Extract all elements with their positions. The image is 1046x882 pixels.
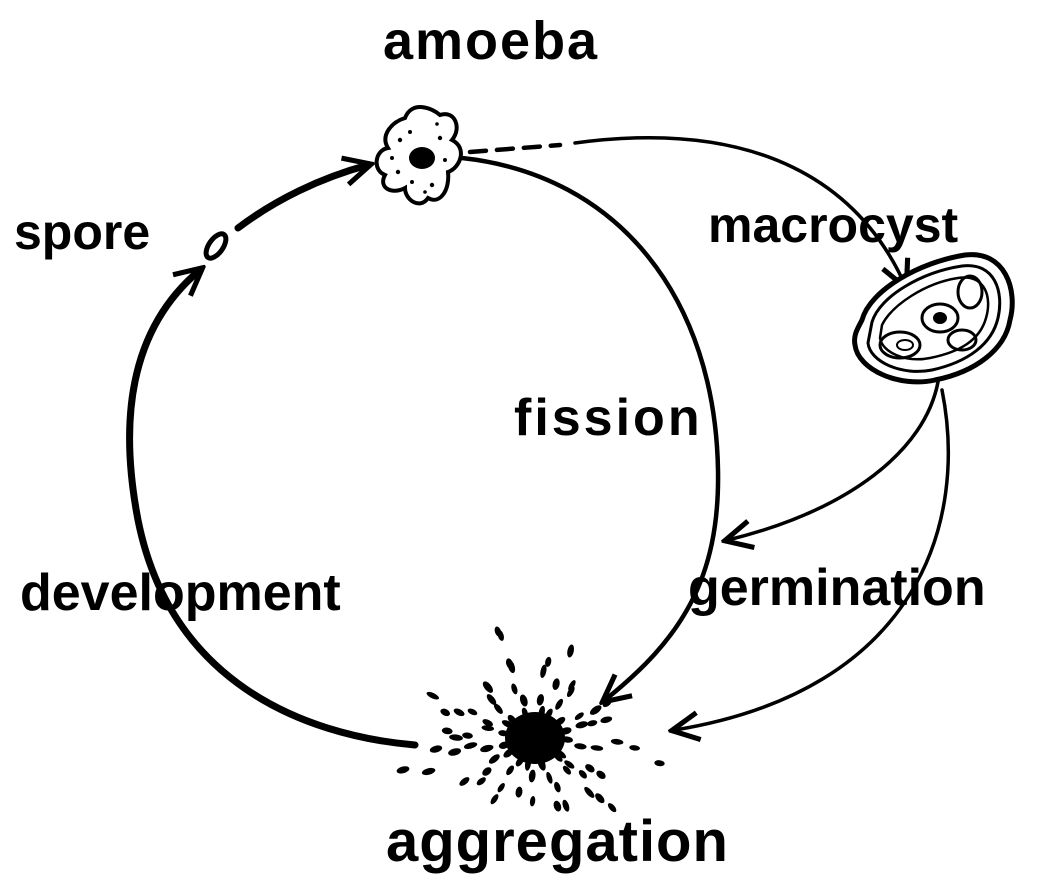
- aggregating-cell: [463, 741, 478, 750]
- aggregation-cluster: [396, 626, 665, 814]
- macrocyst-label: macrocyst: [708, 200, 958, 250]
- aggregating-cell: [529, 796, 536, 807]
- germination-label: germination: [688, 562, 986, 614]
- spore-label: spore: [14, 207, 150, 257]
- spore-cell: [202, 231, 230, 262]
- macrocyst-cell: [855, 255, 1013, 382]
- aggregating-cell: [554, 698, 565, 711]
- aggregating-cell: [453, 707, 466, 718]
- aggregating-cell: [573, 711, 585, 721]
- aggregating-cell: [479, 744, 494, 754]
- aggregating-cell: [426, 690, 441, 701]
- aggregating-cell: [629, 745, 640, 752]
- macrocyst-to-germination-arrow: [728, 382, 938, 540]
- aggregating-cell: [588, 703, 603, 716]
- aggregating-cell: [528, 769, 536, 783]
- amoeba-cell: [377, 107, 461, 203]
- fission-label: fission: [514, 392, 703, 444]
- spore-to-amoeba-arrow: [238, 165, 368, 228]
- aggregating-cell: [536, 693, 545, 706]
- development-arrow: [130, 270, 415, 745]
- aggregating-cell: [575, 720, 589, 729]
- aggregating-cell: [505, 764, 516, 776]
- aggregating-cell: [611, 738, 624, 745]
- aggregating-cell: [551, 678, 560, 691]
- aggregating-cell: [467, 707, 479, 717]
- aggregation-label: aggregation: [386, 813, 729, 871]
- aggregating-cell: [429, 744, 443, 754]
- aggregating-cell: [439, 707, 451, 717]
- aggregating-cell: [421, 767, 436, 777]
- aggregating-cell: [595, 769, 608, 781]
- aggregating-cell: [586, 719, 597, 727]
- aggregating-cell: [574, 743, 587, 750]
- aggregating-cell: [487, 753, 501, 766]
- aggregating-cell: [481, 766, 494, 778]
- aggregating-cell: [584, 762, 597, 774]
- aggregating-cell: [441, 727, 453, 735]
- aggregating-cell: [519, 694, 530, 708]
- aggregating-cell: [577, 768, 588, 780]
- aggregating-cell: [566, 644, 575, 658]
- aggregating-cell: [475, 776, 487, 787]
- aggregating-cell: [654, 760, 665, 767]
- aggregating-cell: [510, 683, 519, 695]
- aggregating-cell: [545, 771, 554, 784]
- aggregating-cell: [447, 747, 462, 757]
- aggregating-cell: [481, 680, 495, 695]
- aggregating-cell: [583, 785, 596, 799]
- aggregating-cell: [396, 765, 410, 775]
- aggregating-cell: [593, 792, 606, 805]
- aggregating-cell: [462, 732, 473, 740]
- aggregating-cell: [590, 745, 603, 752]
- aggregating-cell: [458, 775, 471, 787]
- aggregating-cell: [600, 715, 613, 724]
- aggregating-cell: [496, 782, 506, 794]
- amoeba-label: amoeba: [383, 14, 599, 68]
- development-label: development: [20, 567, 341, 619]
- aggregating-cell: [553, 781, 562, 793]
- aggregating-cell: [489, 793, 500, 806]
- aggregating-cell: [515, 786, 523, 798]
- amoeba-to-macrocyst-arrow: [470, 145, 560, 152]
- aggregating-cell: [449, 734, 463, 742]
